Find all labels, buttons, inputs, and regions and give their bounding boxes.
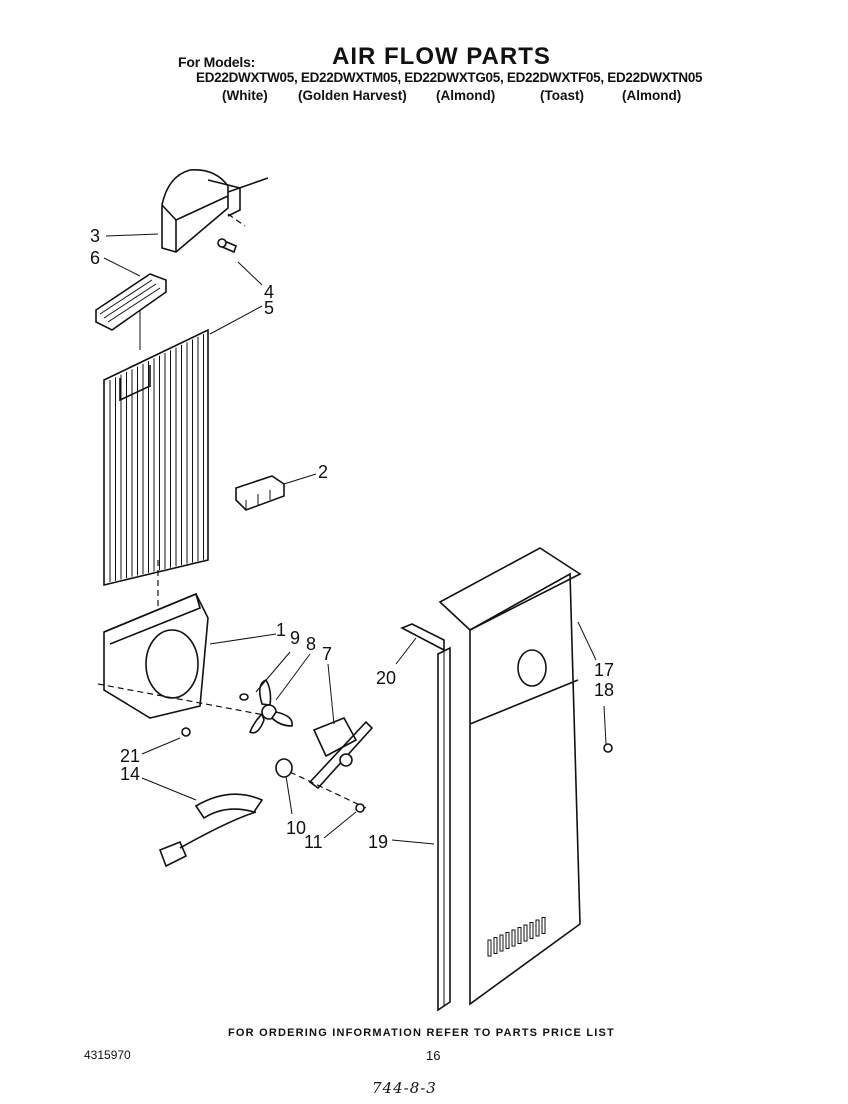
panel-vent-slot [493, 937, 498, 954]
part-fan-blade [239, 679, 293, 734]
panel-vent-slot [499, 934, 504, 952]
panel-vent-slot [535, 919, 540, 937]
part-evaporator-cover [103, 328, 209, 610]
for-models-label: For Models: [178, 54, 256, 70]
callout-6: 6 [90, 248, 101, 268]
callout-2: 2 [318, 462, 329, 482]
callout-5: 5 [264, 298, 275, 318]
model-color-golden-harvest: (Golden Harvest) [298, 88, 407, 103]
callout-10: 10 [286, 818, 307, 838]
page-number: 16 [426, 1048, 441, 1063]
panel-vent-slot [511, 929, 516, 947]
panel-vent-slot [487, 939, 492, 957]
model-color-white: (White) [222, 88, 268, 103]
page-title: AIR FLOW PARTS [332, 43, 551, 70]
callout-8: 8 [306, 634, 317, 654]
callout-1: 1 [276, 620, 287, 640]
callout-4: 4 [264, 282, 275, 302]
callout-18: 18 [594, 680, 615, 700]
part-grommet [275, 758, 293, 778]
callout-17: 17 [594, 660, 615, 680]
part-channel-19 [437, 646, 451, 1012]
callout-3: 3 [90, 226, 101, 246]
part-screw-4 [217, 238, 237, 254]
part-fan-motor [289, 716, 374, 809]
document-number: 4315970 [84, 1048, 131, 1062]
leader-lines [103, 233, 607, 845]
model-numbers: ED22DWXTW05, ED22DWXTM05, ED22DWXTG05, E… [196, 70, 703, 85]
panel-vent-slot [523, 924, 528, 942]
ordering-note: FOR ORDERING INFORMATION REFER TO PARTS … [228, 1027, 615, 1039]
part-rear-panel [438, 547, 582, 1006]
part-wire-harness [158, 793, 264, 868]
panel-vent-slot [541, 917, 546, 934]
model-color-toast: (Toast) [540, 88, 584, 103]
part-air-duct-cover [161, 169, 269, 253]
callout-11: 11 [304, 832, 323, 852]
callout-20: 20 [376, 668, 397, 688]
panel-vent-slot [529, 922, 534, 939]
part-screws [181, 727, 365, 813]
callout-9: 9 [290, 628, 301, 648]
part-air-grille [95, 273, 167, 350]
panel-vent-slot [505, 932, 510, 949]
handwritten-note: 744-8-3 [372, 1079, 437, 1097]
part-trim-strip-20 [400, 623, 445, 652]
model-color-almond-2: (Almond) [622, 88, 682, 103]
part-fan-shroud [97, 592, 271, 719]
model-color-almond: (Almond) [436, 88, 496, 103]
callout-19: 19 [368, 832, 389, 852]
callout-14: 14 [120, 764, 141, 784]
part-screw-18 [603, 743, 613, 753]
part-bracket-2 [235, 475, 285, 511]
callout-21: 21 [120, 746, 141, 766]
callout-7: 7 [322, 644, 333, 664]
panel-vent-slot [517, 927, 522, 944]
